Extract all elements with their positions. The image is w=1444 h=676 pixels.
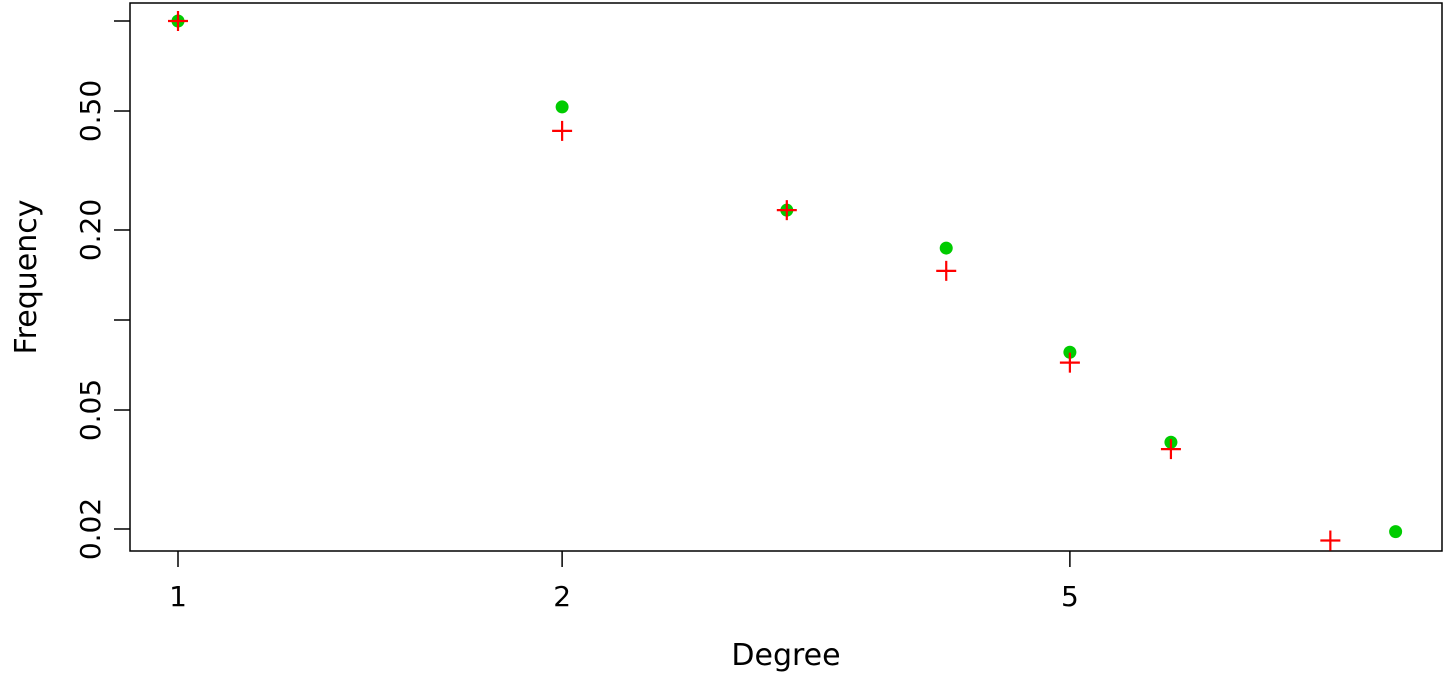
circle-marker: [939, 241, 953, 255]
x-axis: 1 2 5: [169, 551, 1079, 613]
y-axis-title: Frequency: [9, 200, 44, 355]
plot-area: [129, 2, 1443, 552]
y-tick-label: 0.20: [74, 199, 107, 261]
circle-marker: [1389, 525, 1403, 539]
circle-marker: [1063, 345, 1077, 359]
circle-marker: [555, 100, 569, 114]
x-tick-label: 2: [553, 580, 571, 613]
x-axis-title: Degree: [731, 638, 840, 673]
y-axis: 0.50 0.20 0.05 0.02: [74, 20, 130, 560]
y-tick-label: 0.05: [74, 379, 107, 441]
series-fitted: [168, 11, 1341, 551]
y-tick-label: 0.50: [74, 80, 107, 142]
x-tick-label: 1: [169, 580, 187, 613]
y-tick-label: 0.02: [74, 498, 107, 560]
data-points: [168, 11, 1403, 551]
x-tick-label: 5: [1061, 580, 1079, 613]
